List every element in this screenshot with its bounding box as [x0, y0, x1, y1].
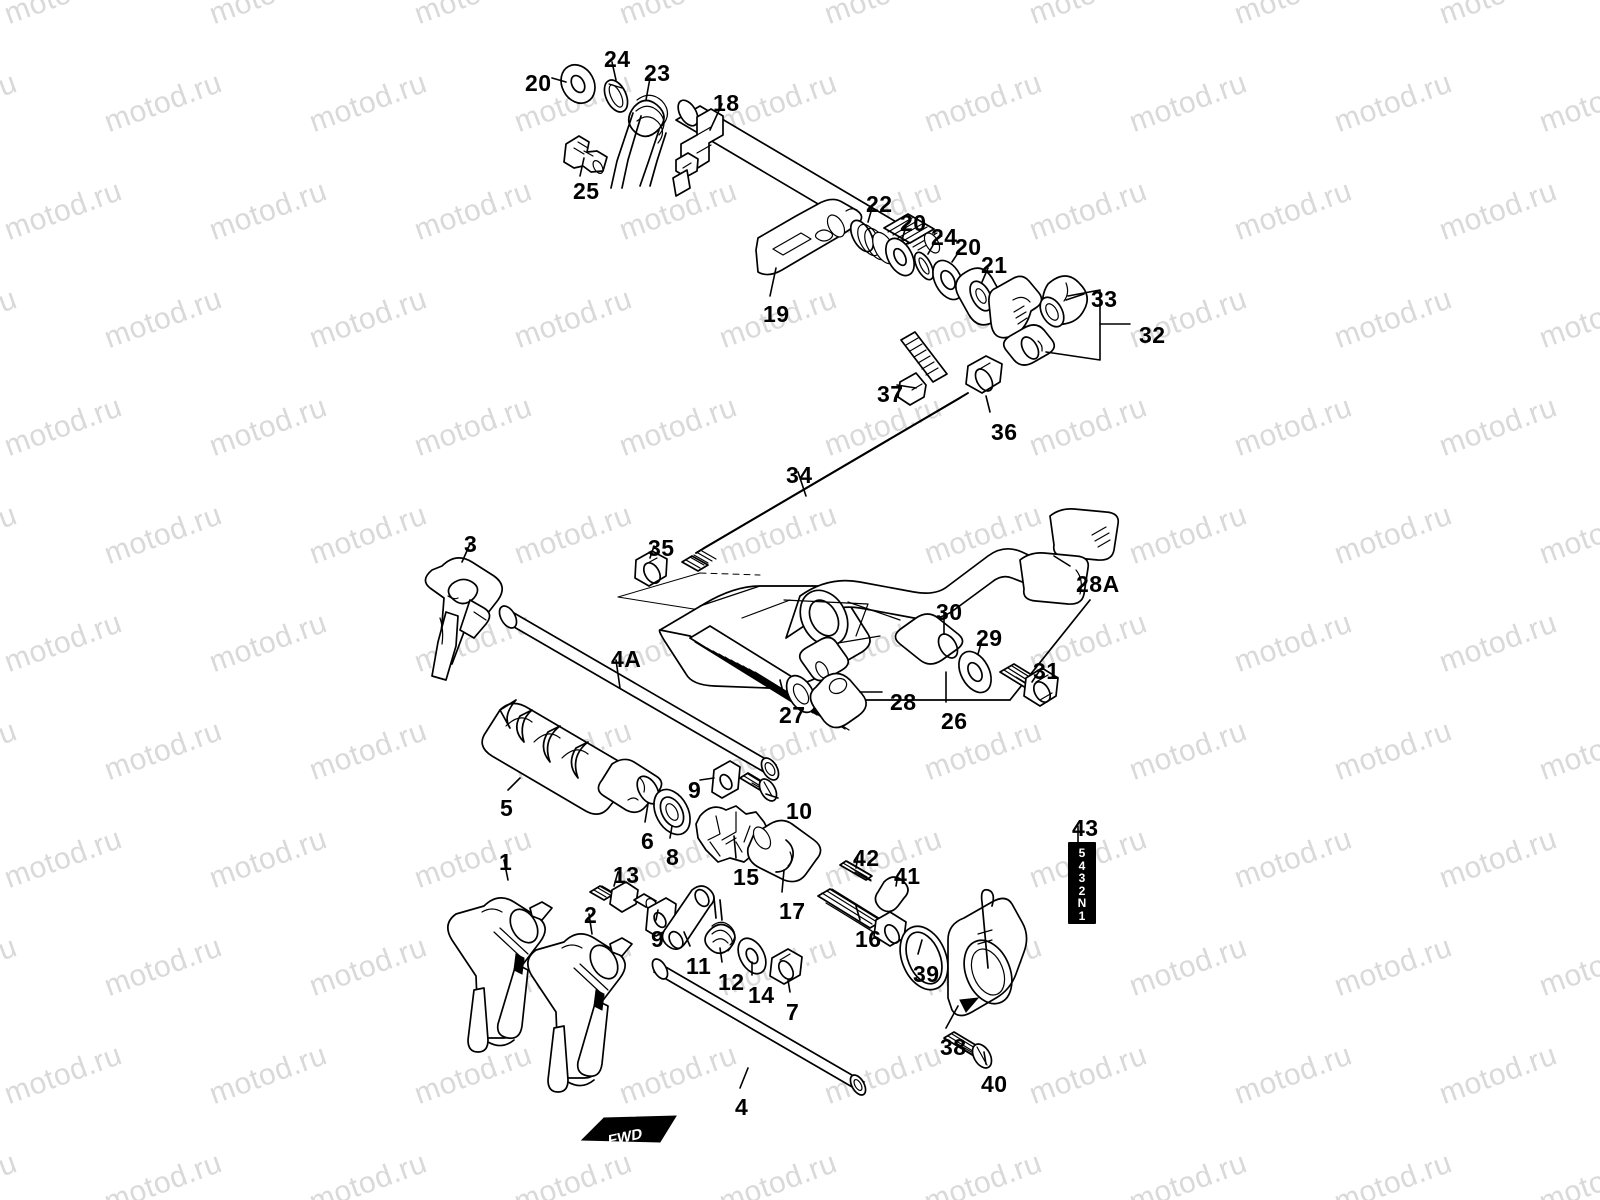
part-28-pedal-tip-rubber: [809, 672, 867, 729]
callout-shift-arm-plate: 19: [763, 301, 790, 327]
callout-pedal-washer: 29: [976, 625, 1003, 651]
part-20-washer-upper: [560, 63, 596, 105]
part-20-washer-mid: [884, 237, 916, 277]
callout-pedal-rubber-pad: 28A: [1076, 571, 1120, 597]
callout-gearshift-shaft: 18: [713, 90, 740, 116]
part-26-gearshift-pedal-lever: [658, 547, 1091, 701]
callout-cam-stopper-bolt: 16: [855, 926, 882, 952]
part-39-o-ring: [899, 925, 949, 991]
part-7-nut-small: [769, 948, 803, 985]
callout-neutral-stopper-pin: 13: [613, 862, 640, 888]
callout-rubber-boot: 33: [1091, 286, 1118, 312]
callout-circlip-mid: 24: [931, 224, 958, 250]
part-23-return-spring: [610, 94, 669, 189]
callout-stopper-arm: 11: [686, 953, 712, 979]
callout-cam-screw: 10: [786, 798, 813, 824]
callout-pedal-bolt: 31: [1033, 658, 1060, 684]
part-41-dowel-pin: [874, 876, 909, 913]
part-12-stopper-arm-spring: [704, 897, 736, 955]
callout-rod-end-joint-assembly: 32: [1139, 322, 1166, 348]
callout-cam-driven-gear: 17: [779, 898, 806, 924]
part-29-pedal-washer: [958, 650, 992, 694]
callout-washer-small: 14: [748, 982, 775, 1008]
fwd-arrow-icon: [580, 1115, 677, 1143]
callout-spring-seat: 22: [866, 191, 893, 217]
callout-shift-shaft-cover: 38: [940, 1034, 967, 1060]
fwd-orientation-badge: FWD: [578, 1118, 666, 1158]
callout-gearshift-cam-guide: 3: [464, 531, 478, 557]
part-3-gearshift-cam-guide: [424, 557, 503, 681]
part-40-cover-screw: [943, 1031, 993, 1069]
callout-shift-fork-no2: 2: [584, 902, 598, 928]
callout-gearshift-cam: 5: [500, 795, 514, 821]
callout-stopper-bolt: 25: [573, 178, 600, 204]
callout-washer-mid-2: 20: [955, 234, 982, 260]
callout-shift-fork-shaft-lower: 4: [735, 1094, 749, 1120]
part-32-rod-end-joint-assembly: [988, 275, 1089, 366]
callout-cover-screw: 40: [981, 1071, 1008, 1097]
part-34-gearshift-rod: [681, 392, 969, 572]
callout-pedal-grip-rubber: 27: [779, 702, 806, 728]
part-4-shift-fork-shaft-lower: [651, 958, 867, 1096]
callout-washer-upper-left: 20: [525, 70, 552, 96]
callout-return-spring: 23: [644, 60, 671, 86]
part-28A-pedal-rubber-pad: [1019, 508, 1120, 605]
fwd-label: FWD: [608, 1125, 643, 1150]
callout-shift-fork-no1: 1: [499, 849, 513, 875]
callout-lock-washer-lower: 9: [651, 926, 665, 952]
part-31-pedal-bolt: [999, 663, 1059, 707]
callout-pinch-bolt: 37: [877, 381, 904, 407]
part-4A-shift-fork-shaft: [498, 605, 780, 781]
part-24-circlip-upper: [603, 79, 629, 113]
callout-pedal-spacer: 30: [936, 599, 963, 625]
callout-lock-washer-upper: 9: [688, 777, 702, 803]
part-30-pedal-spacer: [894, 613, 964, 665]
callout-stopper-arm-spring: 12: [718, 969, 745, 995]
part-36-lock-nut-upper: [965, 355, 1003, 394]
callout-gearshift-rod: 34: [786, 462, 813, 488]
part-8-cam-bearing: [653, 788, 691, 836]
part-2-shift-fork-no2: [527, 933, 633, 1093]
part-14-washer-small: [737, 937, 767, 975]
callout-spring-small: 42: [853, 845, 880, 871]
leader-lines: [461, 61, 1131, 1089]
callout-nut-small: 7: [786, 999, 800, 1025]
part-38-shift-shaft-cover: [947, 888, 1028, 1017]
callout-cam-bearing: 8: [666, 844, 680, 870]
part-5-gearshift-cam: [481, 699, 663, 815]
callout-lock-nut-upper: 36: [991, 419, 1018, 445]
callout-pedal-tip-rubber: 28: [890, 689, 917, 715]
part-24-circlip-mid: [913, 251, 935, 281]
part-37-pinch-bolt: [897, 331, 948, 406]
callout-gearshift-pedal-lever: 26: [941, 708, 968, 734]
part-19-shift-arm-plate: [755, 198, 863, 276]
part-42-spring-small: [839, 860, 873, 882]
callout-shift-fork-shaft: 4A: [611, 646, 642, 672]
part-25-stopper-bolt: [563, 135, 608, 174]
callout-dowel-pin: 41: [894, 863, 921, 889]
part-17-cam-driven-gear: [746, 819, 822, 883]
callout-caution-label: 43: [1072, 815, 1099, 841]
callout-washer-mid: 20: [900, 210, 927, 236]
callout-lock-nut-lower: 35: [648, 535, 675, 561]
part-9-lock-washer-upper: [711, 760, 741, 799]
callout-cam-pin-plate: 6: [641, 828, 655, 854]
callout-gearshift-cam-stopper: 15: [733, 864, 760, 890]
part-10-cam-screw: [739, 772, 778, 802]
part-11-stopper-arm: [661, 885, 715, 951]
callout-oil-seal-bearing: 21: [981, 252, 1008, 278]
part-1-shift-fork-no1: [447, 897, 553, 1053]
callout-o-ring: 39: [913, 961, 940, 987]
callout-circlip-upper: 24: [604, 46, 631, 72]
